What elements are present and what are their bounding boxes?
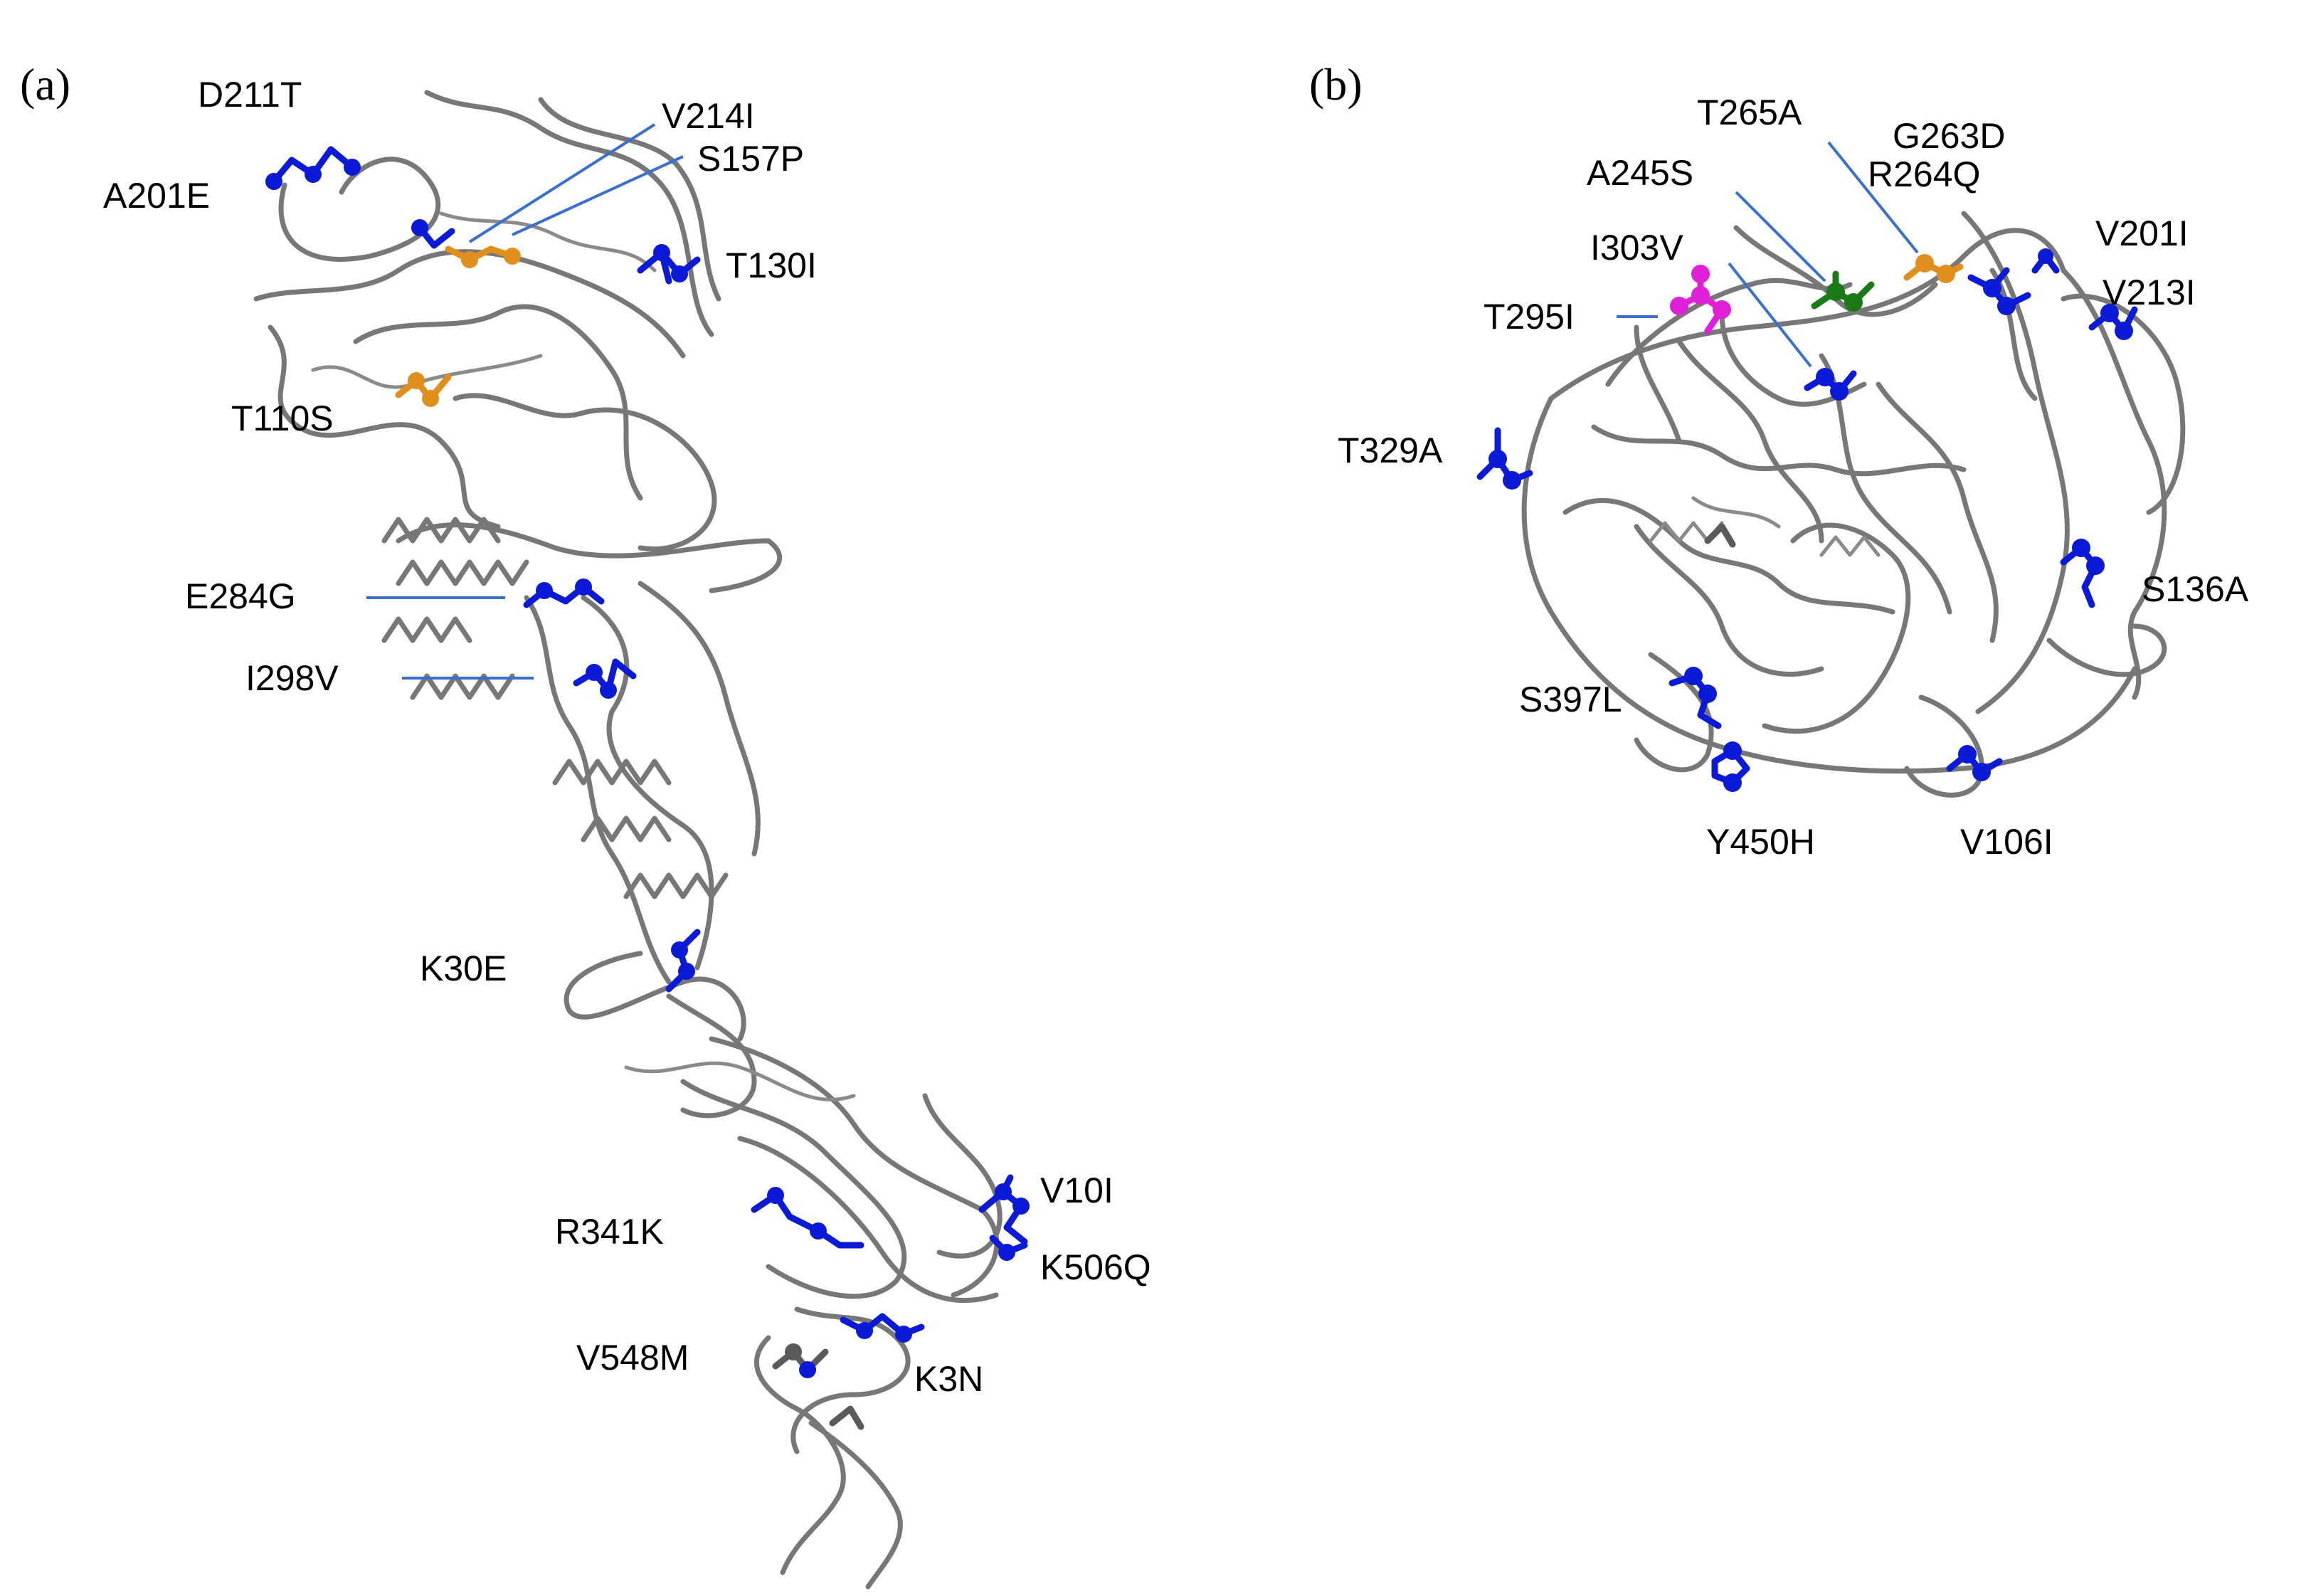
residue-V213I <box>2088 304 2138 340</box>
label-E284G: E284G <box>185 576 296 616</box>
residue-V201I <box>1967 267 2031 315</box>
residue-gray-a <box>829 1405 864 1430</box>
label-T110S: T110S <box>231 398 334 438</box>
label-S136A: S136A <box>2142 569 2249 609</box>
label-K3N: K3N <box>914 1359 983 1399</box>
residue-T130I <box>637 244 701 285</box>
label-K30E: K30E <box>420 948 507 988</box>
label-S157P: S157P <box>697 139 804 179</box>
residue-I298V <box>573 658 637 699</box>
residue-gray-b <box>1704 523 1736 548</box>
residue-A201E <box>265 146 361 190</box>
residue-V548M <box>772 1343 829 1378</box>
panel-b-label: (b) <box>1309 59 1363 110</box>
label-V10I: V10I <box>1040 1170 1114 1210</box>
label-T265A: T265A <box>1697 93 1802 132</box>
residue-Y450H <box>1711 741 1750 792</box>
leader-I303V <box>1728 262 1812 368</box>
residue-K506Q <box>989 1235 1028 1261</box>
label-R264Q: R264Q <box>1868 154 1980 194</box>
panel-a-label: (a) <box>20 59 70 110</box>
leader-A245S <box>1735 191 1826 282</box>
leader-S157P <box>512 155 684 236</box>
label-I303V: I303V <box>1590 228 1683 268</box>
residue-S397L <box>1668 667 1722 729</box>
residue-V106I <box>1946 745 2003 781</box>
residue-V10I <box>978 1174 1030 1245</box>
label-T130I: T130I <box>726 245 817 285</box>
residue-T329A <box>1476 427 1533 490</box>
leader-V214I <box>468 123 656 243</box>
residue-S136A <box>2060 539 2105 608</box>
label-V106I: V106I <box>1960 822 2053 862</box>
label-G263D: G263D <box>1893 116 2005 156</box>
label-A201E: A201E <box>103 176 210 216</box>
label-A245S: A245S <box>1587 153 1693 193</box>
label-D211T: D211T <box>198 75 302 115</box>
residue-A245S <box>1811 270 1875 312</box>
label-S397L: S397L <box>1519 680 1622 719</box>
label-V201I: V201I <box>2095 213 2189 253</box>
label-R341K: R341K <box>555 1212 664 1252</box>
panel-a: (a) <box>20 59 1151 1590</box>
label-Y450H: Y450H <box>1706 822 1815 862</box>
label-T295I: T295I <box>1483 297 1575 337</box>
residue-K3N <box>840 1313 925 1343</box>
label-V213I: V213I <box>2103 273 2196 312</box>
residue-K30E <box>665 929 701 993</box>
label-I298V: I298V <box>245 658 339 698</box>
panel-b: (b) <box>1309 59 2249 862</box>
residue-E284G <box>523 578 605 608</box>
residue-R341K <box>751 1187 864 1249</box>
label-V214I: V214I <box>662 96 755 136</box>
label-K506Q: K506Q <box>1040 1247 1151 1287</box>
residue-V201I-b <box>2031 248 2060 274</box>
residue-V214I <box>411 219 455 249</box>
residue-R264Q <box>1903 254 1964 283</box>
residue-S157P <box>445 245 521 268</box>
residue-T295I <box>1670 265 1731 334</box>
residue-T110S <box>395 372 452 407</box>
label-V548M: V548M <box>576 1338 689 1378</box>
label-T329A: T329A <box>1338 430 1443 470</box>
residue-I303V <box>1804 368 1857 401</box>
leader-T265A <box>1827 141 1919 254</box>
